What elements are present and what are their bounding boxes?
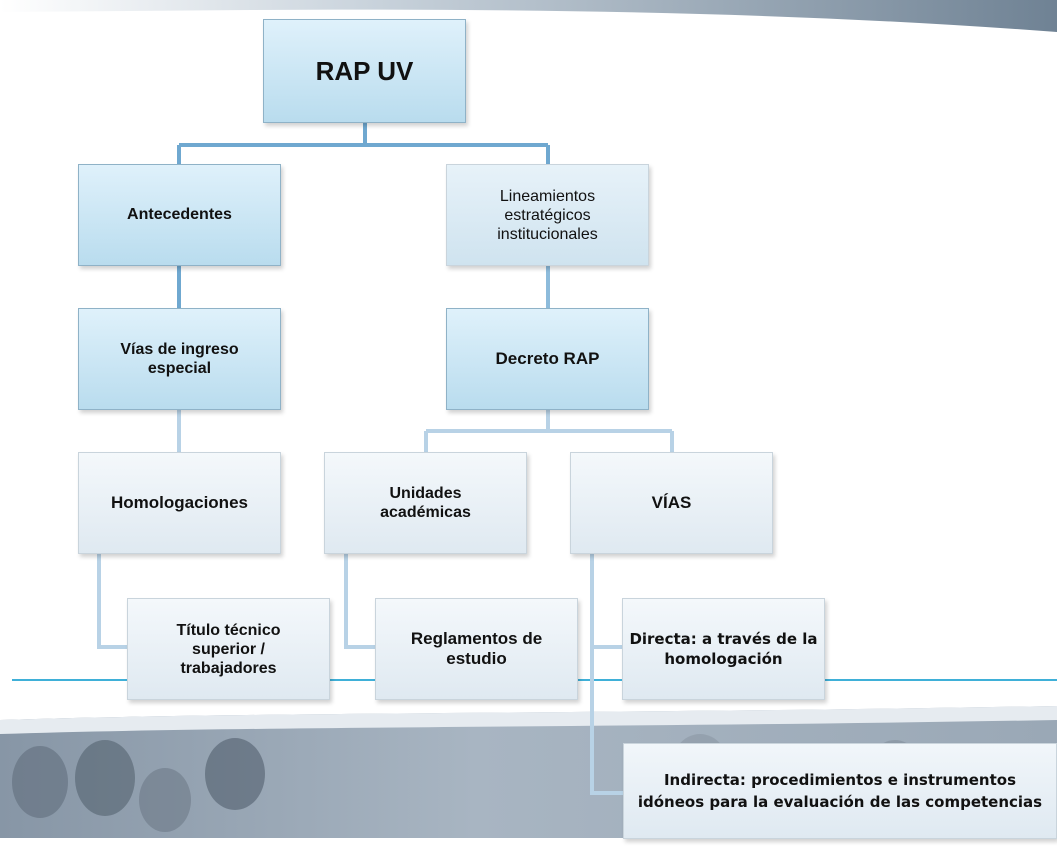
- node-vias: VÍAS: [570, 452, 773, 554]
- node-indirecta-line2: idóneos para la evaluación de las compet…: [637, 793, 1043, 811]
- node-vias-ingreso-line1: Vías de ingreso: [120, 341, 239, 358]
- node-unidades-line2: académicas: [380, 504, 471, 521]
- node-titulo-tecnico: Título técnico superior / trabajadores: [127, 598, 330, 700]
- node-rap-uv-label: RAP UV: [315, 55, 414, 86]
- connector-root-to-level1: [177, 123, 550, 164]
- node-homologaciones-label: Homologaciones: [111, 493, 248, 512]
- node-indirecta-line1: Indirecta: procedimientos e instrumentos: [663, 771, 1016, 789]
- node-decreto-rap-label: Decreto RAP: [495, 349, 600, 368]
- node-decreto-rap: Decreto RAP: [446, 308, 649, 410]
- node-lineamientos-line3: institucionales: [497, 225, 598, 243]
- node-vias-label: VÍAS: [651, 493, 692, 512]
- connector-unidades-to-reglamentos: [344, 554, 375, 649]
- connector-vias-to-directa: [590, 554, 622, 649]
- node-unidades-line1: Unidades: [389, 485, 462, 502]
- node-titulo-line1: Título técnico: [176, 621, 281, 639]
- node-rap-uv: RAP UV: [263, 19, 466, 123]
- node-vias-ingreso: Vías de ingreso especial: [78, 308, 281, 410]
- node-lineamientos-line2: estratégicos: [504, 206, 591, 224]
- node-directa-line2: homologación: [664, 650, 783, 668]
- node-lineamientos: Lineamientos estratégicos institucionale…: [446, 164, 649, 266]
- node-vias-ingreso-line2: especial: [147, 360, 212, 377]
- node-titulo-line2: superior /: [192, 640, 265, 658]
- node-directa: Directa: a través de la homologación: [622, 598, 825, 700]
- node-lineamientos-line1: Lineamientos: [499, 187, 596, 205]
- connector-vias-to-indirecta: [590, 647, 623, 795]
- node-indirecta: Indirecta: procedimientos e instrumentos…: [623, 743, 1057, 839]
- node-antecedentes-label: Antecedentes: [127, 206, 232, 223]
- node-unidades-academicas: Unidades académicas: [324, 452, 527, 554]
- node-reglamentos-line2: estudio: [446, 649, 507, 668]
- connector-homologaciones-to-titulo: [97, 554, 127, 649]
- node-reglamentos-line1: Reglamentos de: [410, 629, 543, 648]
- node-reglamentos: Reglamentos de estudio: [375, 598, 578, 700]
- node-antecedentes: Antecedentes: [78, 164, 281, 266]
- node-titulo-line3: trabajadores: [180, 659, 277, 677]
- node-directa-line1: Directa: a través de la: [629, 630, 818, 648]
- top-decorative-band: [0, 0, 1057, 32]
- node-homologaciones: Homologaciones: [78, 452, 281, 554]
- connector-decreto-to-level4: [424, 410, 674, 452]
